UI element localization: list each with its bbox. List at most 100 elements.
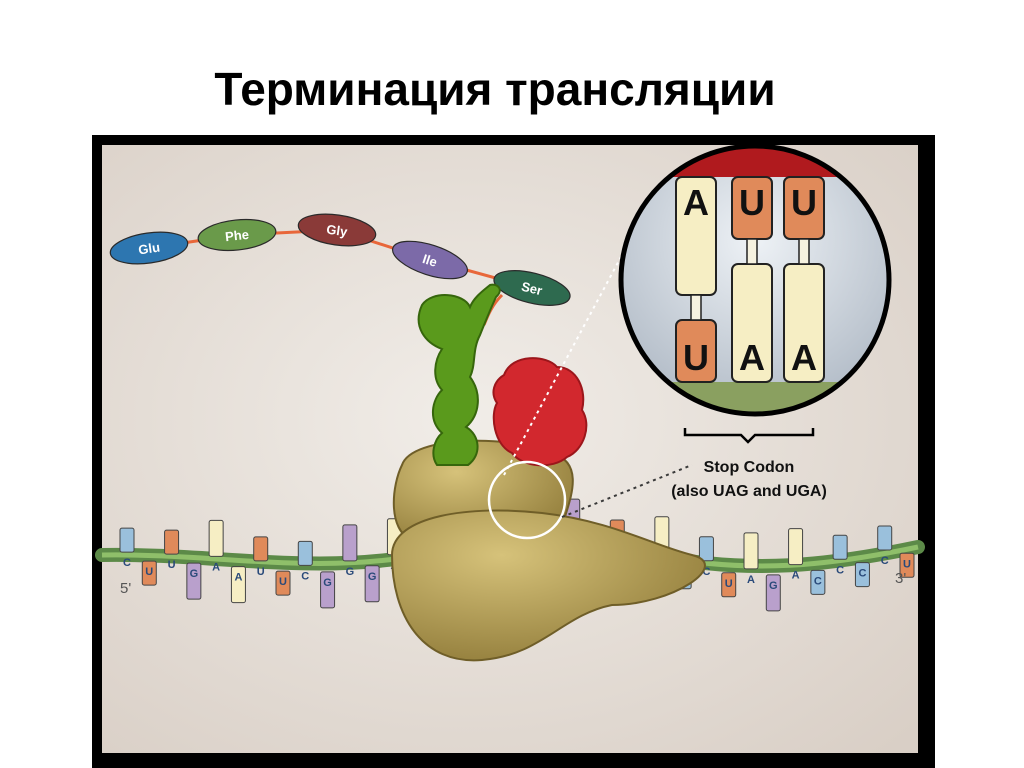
ribosome-large-subunit [390, 509, 706, 662]
mrna-base-body [743, 532, 759, 570]
amino-acid-shape [197, 218, 277, 252]
mrna-base-body [877, 525, 893, 551]
mrna-base-letter: C [702, 566, 710, 578]
mrna-base-letter: C [881, 555, 889, 567]
amino-acid: Ser [493, 270, 571, 306]
mrna-base: C [297, 540, 313, 582]
mrna-base-body [342, 524, 358, 562]
stop-codon-caption-line1: Stop Codon [704, 459, 795, 476]
mrna-base-body [253, 536, 269, 562]
mrna-base-letter: G [769, 580, 778, 592]
mrna-base-letter: A [234, 572, 242, 584]
amino-acid: Gly [297, 213, 377, 247]
mrna-base-body [141, 560, 157, 586]
amino-acid-shape [297, 213, 377, 247]
stop-codon-caption-line2: (also UAG and UGA) [671, 483, 827, 500]
mrna-base-body [765, 574, 781, 612]
mrna-base-body [320, 571, 336, 609]
amino-acid-label: Phe [224, 227, 249, 244]
mrna-base: A [208, 519, 224, 573]
mrna-base-letter: G [368, 571, 377, 583]
mrna-5-prime-label: 5' [120, 580, 131, 597]
release-factor [492, 357, 588, 467]
mrna-base-letter: G [190, 568, 199, 580]
inset-pair-connector [746, 238, 758, 265]
amino-acid-shape [392, 240, 468, 280]
mrna-base-letter: U [145, 566, 153, 578]
mrna-base-body [854, 562, 870, 588]
mrna-base-letter: G [346, 566, 355, 578]
inset-pair-connector [798, 238, 810, 265]
mrna-base: A [743, 532, 759, 586]
amino-acid-shape [493, 270, 571, 306]
ribosome [390, 439, 706, 662]
inset-border [618, 143, 892, 417]
mrna-base-letter: C [836, 564, 844, 576]
mrna-base: A [230, 566, 246, 604]
inset-bottom-letter: A [739, 337, 765, 378]
amino-acid: Glu [109, 231, 189, 265]
mrna-base-body [721, 572, 737, 598]
mrna-base-letter: A [747, 574, 755, 586]
mrna-base: U [141, 560, 157, 586]
amino-acid-label: Glu [137, 240, 161, 258]
amino-acid-label: Gly [326, 222, 350, 240]
inset-pair-connector [690, 294, 702, 321]
inset-top-letter: A [683, 182, 709, 223]
inset-base-pair: AU [675, 176, 717, 383]
inset-bottom-letter: A [791, 337, 817, 378]
amino-acid: Ile [392, 240, 468, 280]
stop-codon-highlight-circle [487, 460, 567, 540]
mrna-base-letter: C [301, 570, 309, 582]
inset-top-letter: U [791, 182, 817, 223]
inset-bottom-letter: U [683, 337, 709, 378]
mrna-base-body [230, 566, 246, 604]
mrna-base: U [899, 552, 915, 578]
mrna-base-letter: U [903, 558, 911, 570]
inset-base-pair: UA [731, 176, 773, 383]
mrna-base: G [186, 562, 202, 600]
mrna-base: C [810, 569, 826, 595]
mrna-base-letter: A [212, 561, 220, 573]
mrna-base-body [810, 569, 826, 595]
inset-top-letter: U [739, 182, 765, 223]
mrna-base-letter: U [257, 566, 265, 578]
mrna-base-letter: C [123, 557, 131, 569]
mrna-base-letter: C [858, 568, 866, 580]
mrna-base: U [253, 536, 269, 578]
mrna-base: U [164, 529, 180, 571]
mrna-base-body [297, 540, 313, 566]
mrna-base: C [854, 562, 870, 588]
mrna-base: G [320, 571, 336, 609]
mrna-base: A [788, 528, 804, 582]
mrna-base: C [832, 534, 848, 576]
amino-acid-shape [109, 231, 189, 265]
amino-acid: Phe [197, 218, 277, 252]
mrna-base: G [765, 574, 781, 612]
zoom-connector-bottom [561, 464, 693, 518]
mrna-base-body [788, 528, 804, 566]
mrna-base-letter: U [279, 576, 287, 588]
mrna-base-letter: U [168, 559, 176, 571]
mrna-base-letter: U [725, 578, 733, 590]
inset-base-pair: UA [783, 176, 825, 383]
mrna-base-letter: A [792, 570, 800, 582]
mrna-base-body [208, 519, 224, 557]
trna [417, 283, 501, 466]
mrna-base: G [364, 565, 380, 603]
mrna-base: C [877, 525, 893, 567]
amino-acid-label: Ile [421, 251, 439, 270]
mrna-base: C [119, 527, 135, 569]
stop-codon-bracket [683, 428, 815, 444]
mrna-base-body [698, 536, 714, 562]
mrna-base-body [164, 529, 180, 555]
mrna-base: U [721, 572, 737, 598]
mrna-base: G [342, 524, 358, 578]
mrna-3-prime-label: 3' [895, 570, 906, 587]
mrna-base-body [364, 565, 380, 603]
slide-title: Терминация трансляции [214, 63, 776, 115]
